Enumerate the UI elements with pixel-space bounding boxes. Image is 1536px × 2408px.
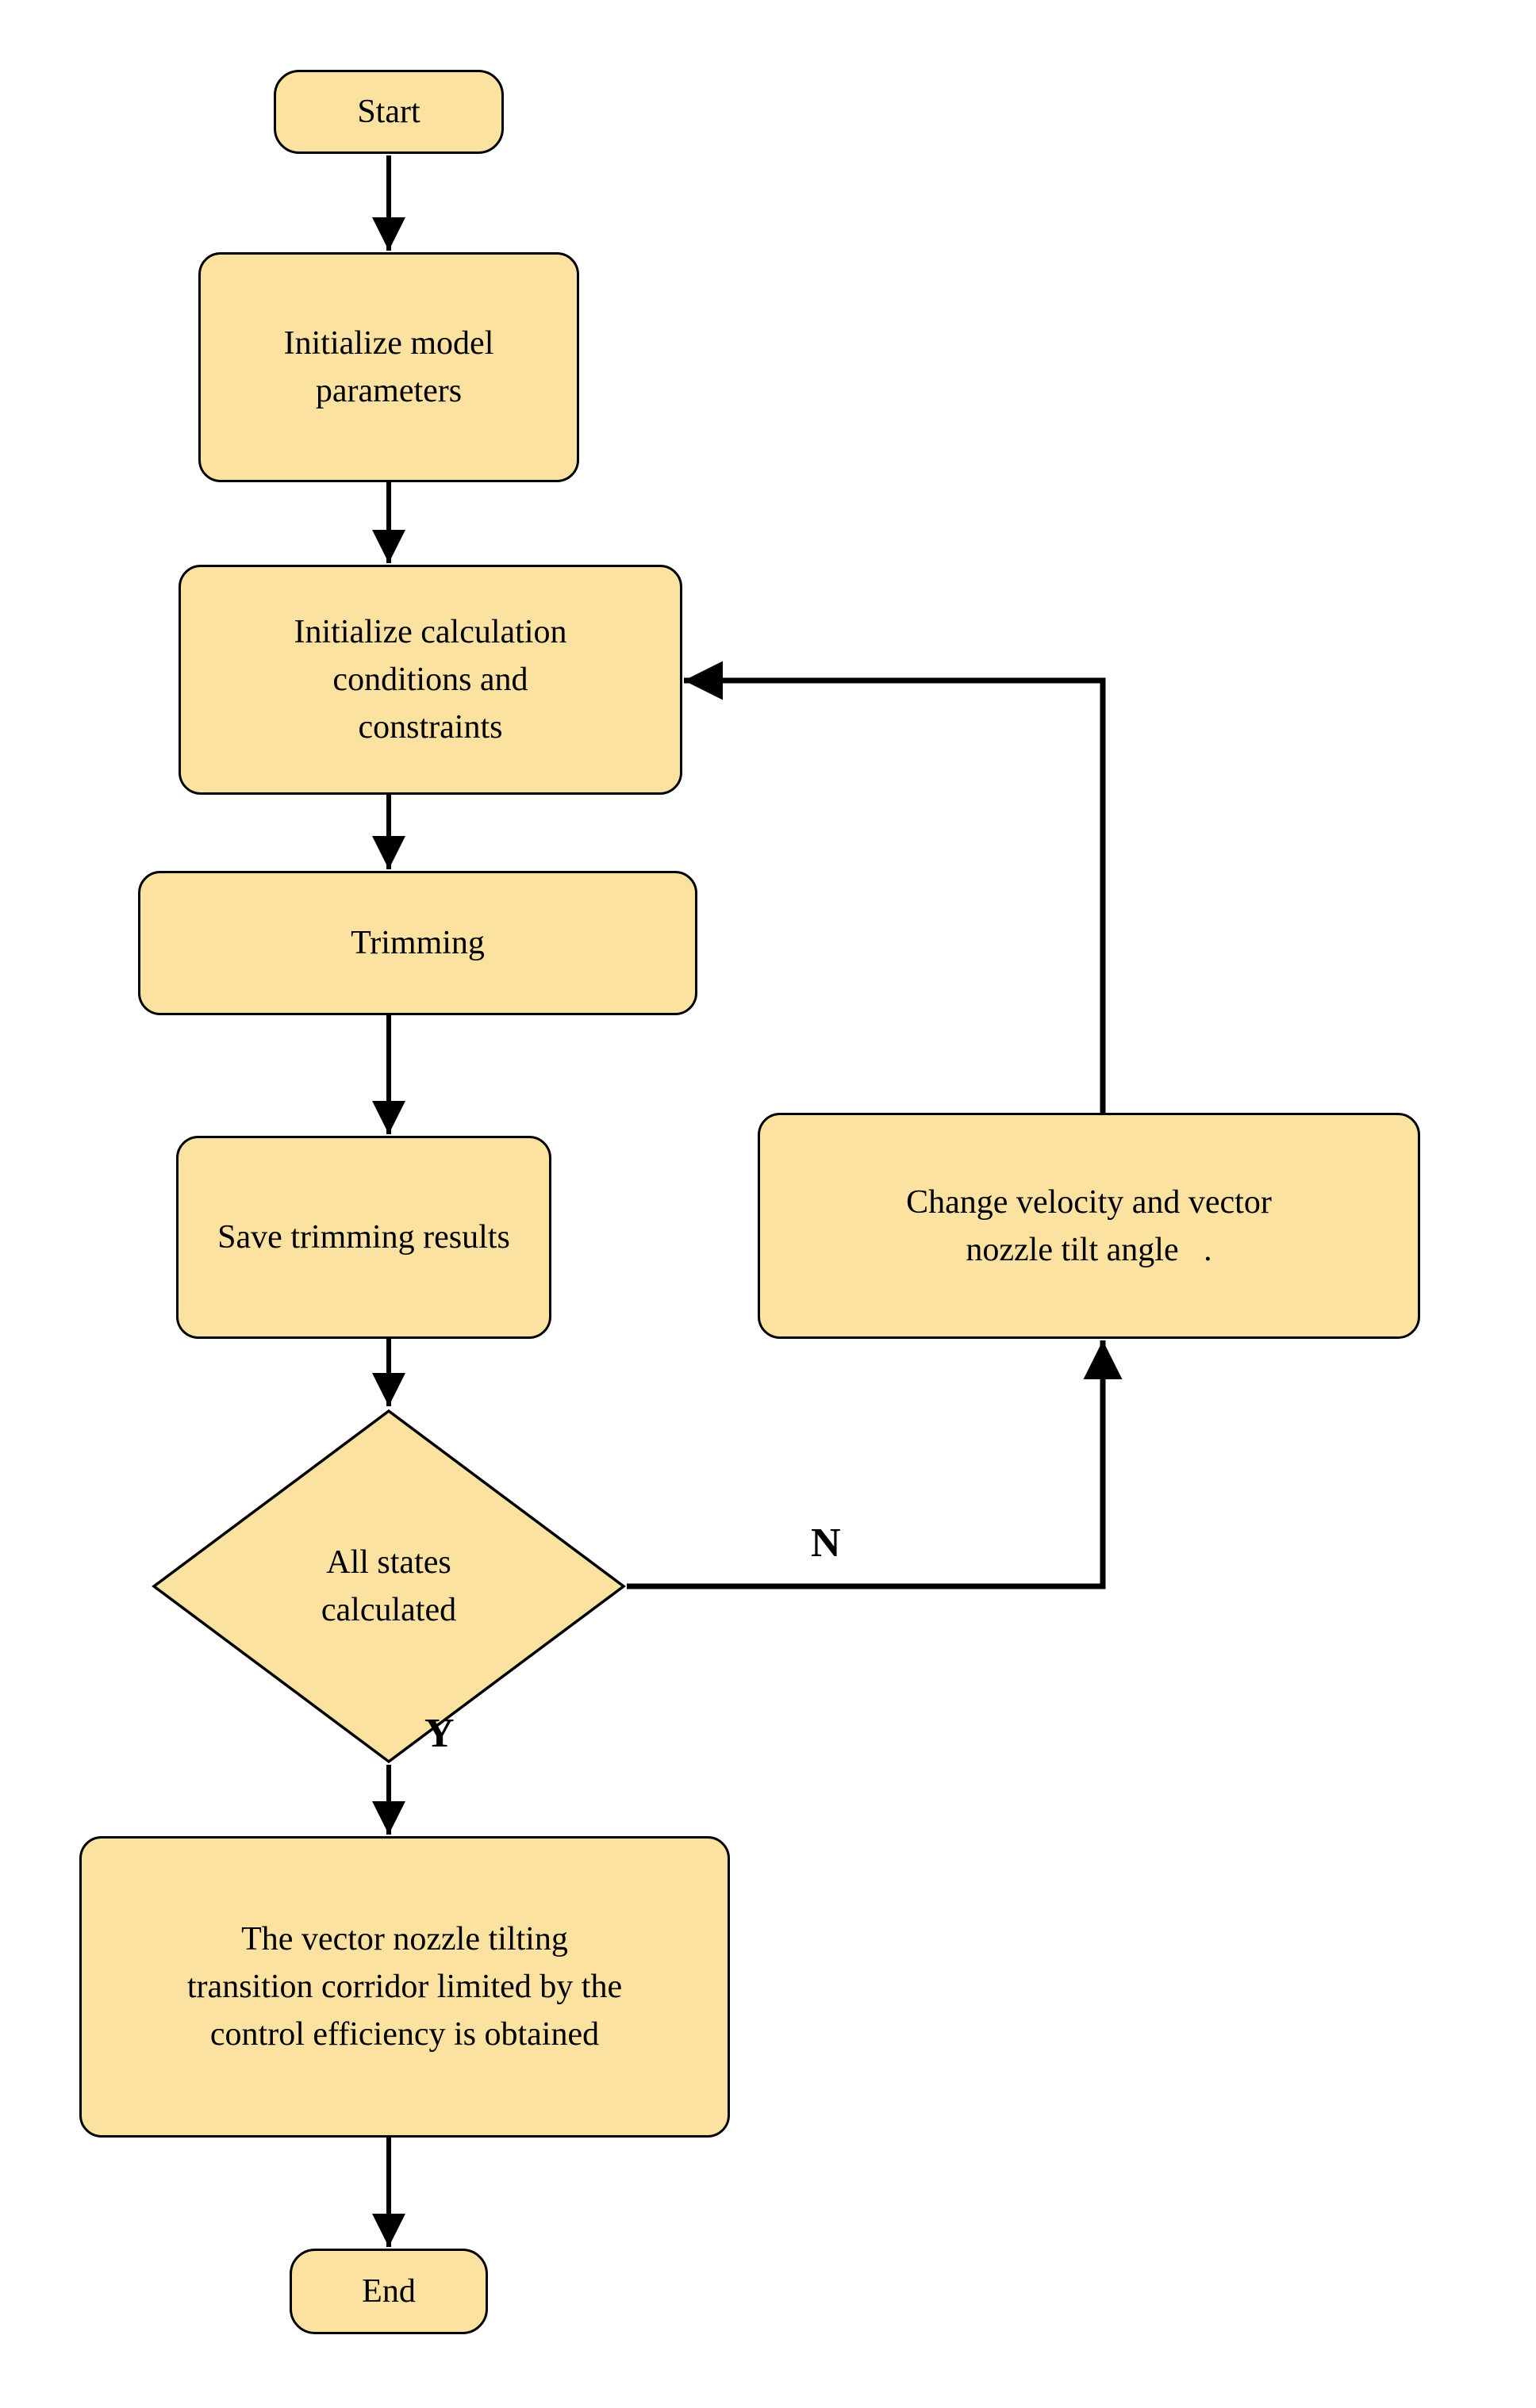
save-results-label: Save trimming results bbox=[217, 1219, 510, 1256]
init-calc-line-3: constraints bbox=[358, 709, 503, 746]
init-model-line-2: parameters bbox=[315, 373, 463, 409]
init-model-node: Initialize model parameters bbox=[198, 252, 579, 482]
corridor-obtained-node: The vector nozzle tilting transition cor… bbox=[79, 1836, 730, 2138]
arrow-decision-no-to-change-velocity bbox=[627, 1340, 1123, 1589]
edge-label-no: N bbox=[811, 1520, 841, 1566]
decision-text: All states calculated bbox=[151, 1408, 627, 1765]
change-velocity-line-1: Change velocity and vector bbox=[906, 1183, 1272, 1221]
decision-line-1: All states bbox=[326, 1544, 451, 1581]
end-node-label: End bbox=[362, 2273, 416, 2310]
corridor-line-2: transition corridor limited by the bbox=[186, 1969, 623, 2005]
trimming-node: Trimming bbox=[138, 871, 697, 1015]
trimming-label: Trimming bbox=[351, 925, 485, 961]
change-velocity-line-2: nozzle tilt angle . bbox=[966, 1231, 1212, 1268]
decision-line-2: calculated bbox=[321, 1592, 457, 1628]
init-model-line-1: Initialize model bbox=[283, 325, 494, 362]
edge-label-yes: Y bbox=[424, 1711, 455, 1756]
arrow-change-velocity-to-init-calc-loop bbox=[684, 661, 1106, 1113]
init-calc-line-1: Initialize calculation bbox=[294, 614, 567, 650]
init-calc-line-2: conditions and bbox=[332, 661, 528, 698]
start-node-label: Start bbox=[357, 94, 420, 130]
decision-diamond-shape bbox=[152, 1409, 626, 1764]
save-results-node: Save trimming results bbox=[176, 1136, 551, 1339]
init-calc-node: Initialize calculation conditions and co… bbox=[179, 565, 682, 795]
end-node: End bbox=[290, 2249, 488, 2334]
corridor-line-1: The vector nozzle tilting bbox=[241, 1921, 568, 1957]
start-node: Start bbox=[274, 70, 504, 154]
change-velocity-node: Change velocity and vector nozzle tilt a… bbox=[758, 1113, 1420, 1339]
corridor-line-3: control efficiency is obtained bbox=[209, 2016, 600, 2053]
decision-all-states-node: All states calculated bbox=[151, 1408, 627, 1765]
